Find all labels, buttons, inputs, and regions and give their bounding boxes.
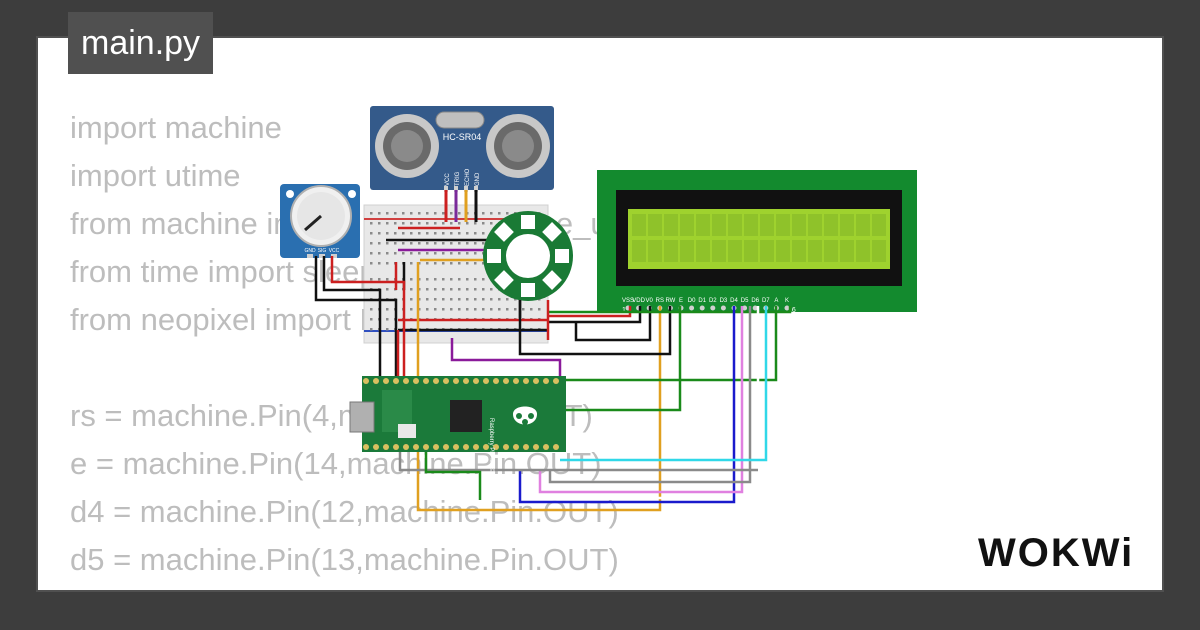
neopixel-led: [555, 249, 569, 263]
lcd-pin-label: D2: [709, 298, 717, 304]
ultrasonic-label: HC-SR04: [443, 132, 482, 142]
lcd-pin-label: D7: [762, 298, 770, 304]
lcd-pin-label: V0: [646, 298, 654, 304]
lcd-pin-label: RS: [656, 298, 664, 304]
neopixel-led: [487, 249, 501, 263]
pico-label: Raspberry Pi Pico © 2020: [488, 418, 495, 488]
ultrasonic-pin-label: TRIG: [455, 171, 461, 186]
lcd-pin-label: K: [785, 298, 789, 304]
neopixel-led: [494, 222, 514, 242]
neopixel-ring: [483, 211, 573, 301]
lcd-pin-label: E: [679, 298, 683, 304]
code-line: import utime: [70, 158, 241, 193]
lcd-pin-label: D6: [751, 298, 759, 304]
lcd-pin-label: D1: [698, 298, 706, 304]
pot-pin-label: SIG: [318, 248, 327, 254]
neopixel-led: [542, 270, 562, 290]
lcd-pin-label: VSS: [622, 298, 634, 304]
lcd-pin-label: D4: [730, 298, 738, 304]
lcd-pin-label: A: [774, 298, 778, 304]
ultrasonic-pin-label: GND: [475, 172, 481, 186]
code-line: import machine: [70, 110, 282, 145]
lcd-pin-label: D0: [688, 298, 696, 304]
ultrasonic-pin-label: VCC: [445, 173, 451, 186]
wokwi-logo: WOKWi: [978, 531, 1134, 575]
ultrasonic-pin-label: ECHO: [465, 168, 471, 186]
lcd-pin-last: 16: [788, 307, 796, 314]
lcd-pin-label: RW: [665, 298, 675, 304]
pot-pin-label: GND: [304, 248, 316, 254]
ultrasonic-sensor: HC-SR04 VCC TRIG ECHO GND: [370, 106, 554, 192]
code-line: d4 = machine.Pin(12,machine.Pin.OUT): [70, 494, 619, 529]
lcd-pin-label: D3: [720, 298, 728, 304]
file-tab[interactable]: main.py: [68, 12, 214, 74]
neopixel-led: [521, 215, 535, 229]
pot-pin-label: VCC: [329, 248, 340, 254]
wires: [314, 256, 792, 512]
neopixel-led: [521, 283, 535, 297]
code-line: d5 = machine.Pin(13,machine.Pin.OUT): [70, 542, 619, 577]
raspberry-logo: [513, 406, 537, 425]
raspberry-pi-pico: Raspberry Pi Pico © 2020: [349, 376, 566, 488]
neopixel-led: [494, 270, 514, 290]
lcd-pin-label: D5: [741, 298, 749, 304]
lcd-pin-first: 1: [622, 307, 626, 314]
wokwi-logo-text: WOKWi: [978, 531, 1134, 575]
lcd-pin-label: VDD: [632, 298, 645, 304]
